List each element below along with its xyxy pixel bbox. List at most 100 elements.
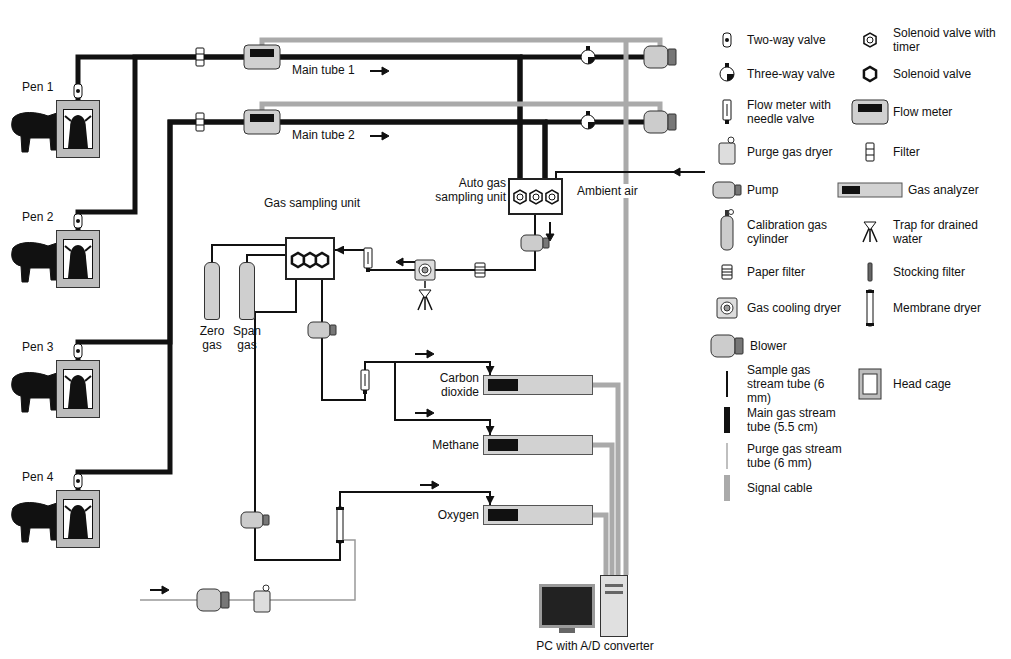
main-gas-tube [78, 57, 520, 230]
legend-label: Purge gas stream tube (6 mm) [747, 442, 847, 470]
cage-window [63, 109, 93, 149]
node-label: Pen 1 [22, 80, 62, 94]
part-label: Main tube 1 [290, 63, 357, 77]
cylinder-body [204, 262, 220, 320]
signal-cable [262, 40, 660, 46]
legend-label: Membrane dryer [893, 301, 1005, 315]
node-label: Pen 3 [22, 340, 62, 354]
three-way-valve [581, 46, 595, 64]
paper-filter [475, 263, 485, 277]
node-label: Pen 4 [22, 470, 62, 484]
text-block: PC with A/D converter [525, 639, 665, 653]
blower-symbol [644, 46, 676, 68]
monitor [539, 584, 595, 628]
solenoid-valve-timer [514, 190, 526, 204]
bull-head [64, 370, 92, 408]
unit-box [285, 237, 335, 280]
main-tube [545, 120, 648, 125]
blower-symbol [197, 589, 229, 611]
gas-sampling-unit: Gas sampling unit [262, 196, 362, 280]
cage-window [63, 239, 93, 279]
text-block: Carbon dioxide [405, 368, 479, 402]
head-cage-box [56, 490, 100, 548]
unit-box [508, 178, 563, 215]
flow-meter [244, 110, 280, 134]
text-block: Oxygen [405, 500, 479, 530]
legend-label: Flow meter [893, 105, 1005, 119]
text-block: Span gas [230, 324, 264, 352]
legend-label: Flow meter with needle valve [747, 98, 847, 126]
legend-label: Paper filter [747, 265, 847, 279]
filter-symbol [196, 48, 204, 66]
flow-arrow [415, 350, 434, 358]
text-block: Pen 2 [22, 210, 62, 224]
legend-label: Calibration gas cylinder [747, 218, 847, 246]
legend-label: Main gas stream tube (5.5 cm) [747, 406, 847, 434]
blower-symbol [711, 335, 743, 357]
main-tube-sample [727, 407, 728, 433]
text-block: Pen 3 [22, 340, 62, 354]
text-block: Methane [405, 430, 479, 460]
node-label: Gas sampling unit [262, 196, 362, 210]
node-label: Carbon dioxide [405, 371, 479, 399]
cylinder-body [239, 262, 255, 320]
node-label: Pen 2 [22, 210, 62, 224]
text-block: Pen 4 [22, 470, 62, 484]
analyzer-display [488, 509, 518, 521]
monitor-stand [559, 628, 575, 633]
paper-filter [722, 265, 732, 279]
head-cage-box [56, 100, 100, 158]
flow-arrow [370, 132, 389, 140]
part-label: Main tube 2 [290, 128, 357, 142]
legend-label: Blower [750, 339, 847, 353]
head-cage: Pen 3 [18, 338, 104, 418]
legend-label: Signal cable [747, 481, 847, 495]
legend-label: Filter [893, 145, 1005, 159]
signal-cable [593, 515, 606, 575]
flow-arrow [396, 258, 415, 266]
purge-tube-sample [727, 443, 728, 469]
pump-symbol [241, 512, 269, 528]
head-cage-symbol [859, 369, 881, 399]
head-cage: Pen 4 [18, 468, 104, 548]
flow-arrow [546, 222, 554, 241]
text-block: Auto gas sampling unit [426, 176, 506, 204]
node-label: Zero gas [195, 324, 229, 352]
solenoid-valve [292, 253, 304, 267]
sample-gas-tube [322, 280, 490, 400]
three-way-valve [720, 63, 734, 81]
legend-label: Purge gas dryer [747, 145, 847, 159]
main-gas-tube [78, 57, 520, 178]
legend-label: Solenoid valve with timer [893, 26, 1005, 54]
water-trap [418, 290, 432, 310]
computer: PC with A/D converter [525, 572, 665, 657]
solenoid-valve [316, 253, 328, 267]
drive-slot [605, 584, 623, 587]
two-way-valve [74, 474, 82, 488]
flow-arrow [673, 168, 692, 176]
analyzer-body [483, 435, 593, 455]
gas-cylinder-symbol [721, 210, 734, 251]
legend-label: Gas cooling dryer [747, 301, 847, 315]
calibration-cylinder: Span gas [230, 262, 264, 362]
node-label: Span gas [230, 324, 264, 352]
sample-gas-tube [255, 280, 490, 560]
gas-cooling-dryer [717, 298, 737, 318]
stocking-filter [868, 263, 872, 281]
node-label: PC with A/D converter [525, 639, 665, 653]
membrane-dryer [866, 290, 874, 326]
sample-gas-tube [247, 255, 285, 262]
purge-gas-tube [140, 540, 355, 600]
membrane-dryer [336, 507, 344, 543]
flow-arrow [370, 67, 389, 75]
solenoid-valve-timer [546, 190, 558, 204]
purge-gas-dryer [254, 585, 270, 612]
analyzer-display [488, 439, 518, 451]
pump-symbol [308, 322, 336, 338]
two-way-valve [74, 84, 82, 98]
legend-label: Pump [747, 183, 847, 197]
blower-symbol [644, 111, 676, 133]
bull-head [64, 110, 92, 148]
